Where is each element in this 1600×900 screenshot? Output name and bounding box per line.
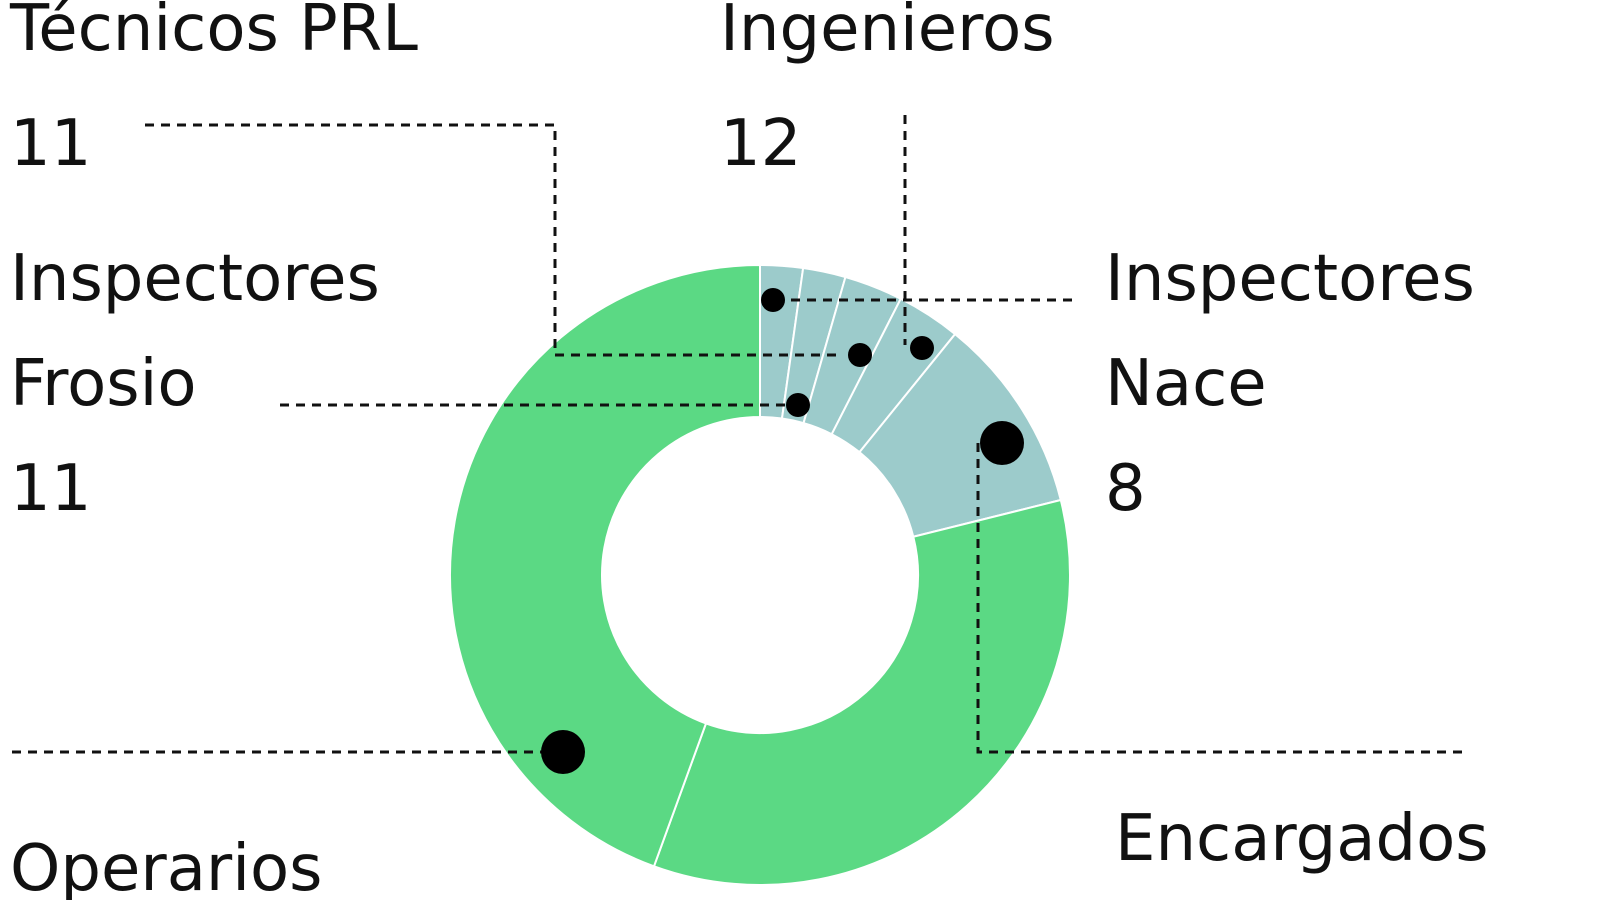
label-tecnicos-value: 11 xyxy=(10,107,91,181)
leader-lines xyxy=(12,115,1465,754)
label-nace-line2: Nace xyxy=(1105,347,1267,421)
label-encargados-name: Encargados xyxy=(1115,802,1489,876)
marker-dot-operarios xyxy=(541,730,585,774)
donut-slice-encargados xyxy=(652,498,1071,886)
leader-line-nace-encargados xyxy=(976,443,1465,754)
label-tecnicos-name: Técnicos PRL xyxy=(9,0,418,66)
marker-dot-ingenieros xyxy=(910,336,934,360)
label-nace-value: 8 xyxy=(1105,452,1146,526)
marker-dot-tecnicos xyxy=(848,343,872,367)
label-ingenieros-name: Ingenieros xyxy=(720,0,1055,66)
marker-dots xyxy=(541,288,1024,774)
label-nace-line1: Inspectores xyxy=(1105,242,1475,316)
label-ingenieros-value: 12 xyxy=(720,107,801,181)
label-frosio-line1: Inspectores xyxy=(10,242,380,316)
marker-dot-nace xyxy=(980,421,1024,465)
donut-slices xyxy=(449,263,1071,886)
marker-dot-inspectores xyxy=(761,288,785,312)
slice-labels: Técnicos PRL 11 Ingenieros 12 Inspectore… xyxy=(9,0,1489,900)
label-frosio-line2: Frosio xyxy=(10,347,197,421)
label-operarios-name: Operarios xyxy=(10,832,323,900)
marker-dot-frosio xyxy=(786,393,810,417)
label-frosio-value: 11 xyxy=(10,452,91,526)
donut-slice-operarios xyxy=(449,263,761,868)
